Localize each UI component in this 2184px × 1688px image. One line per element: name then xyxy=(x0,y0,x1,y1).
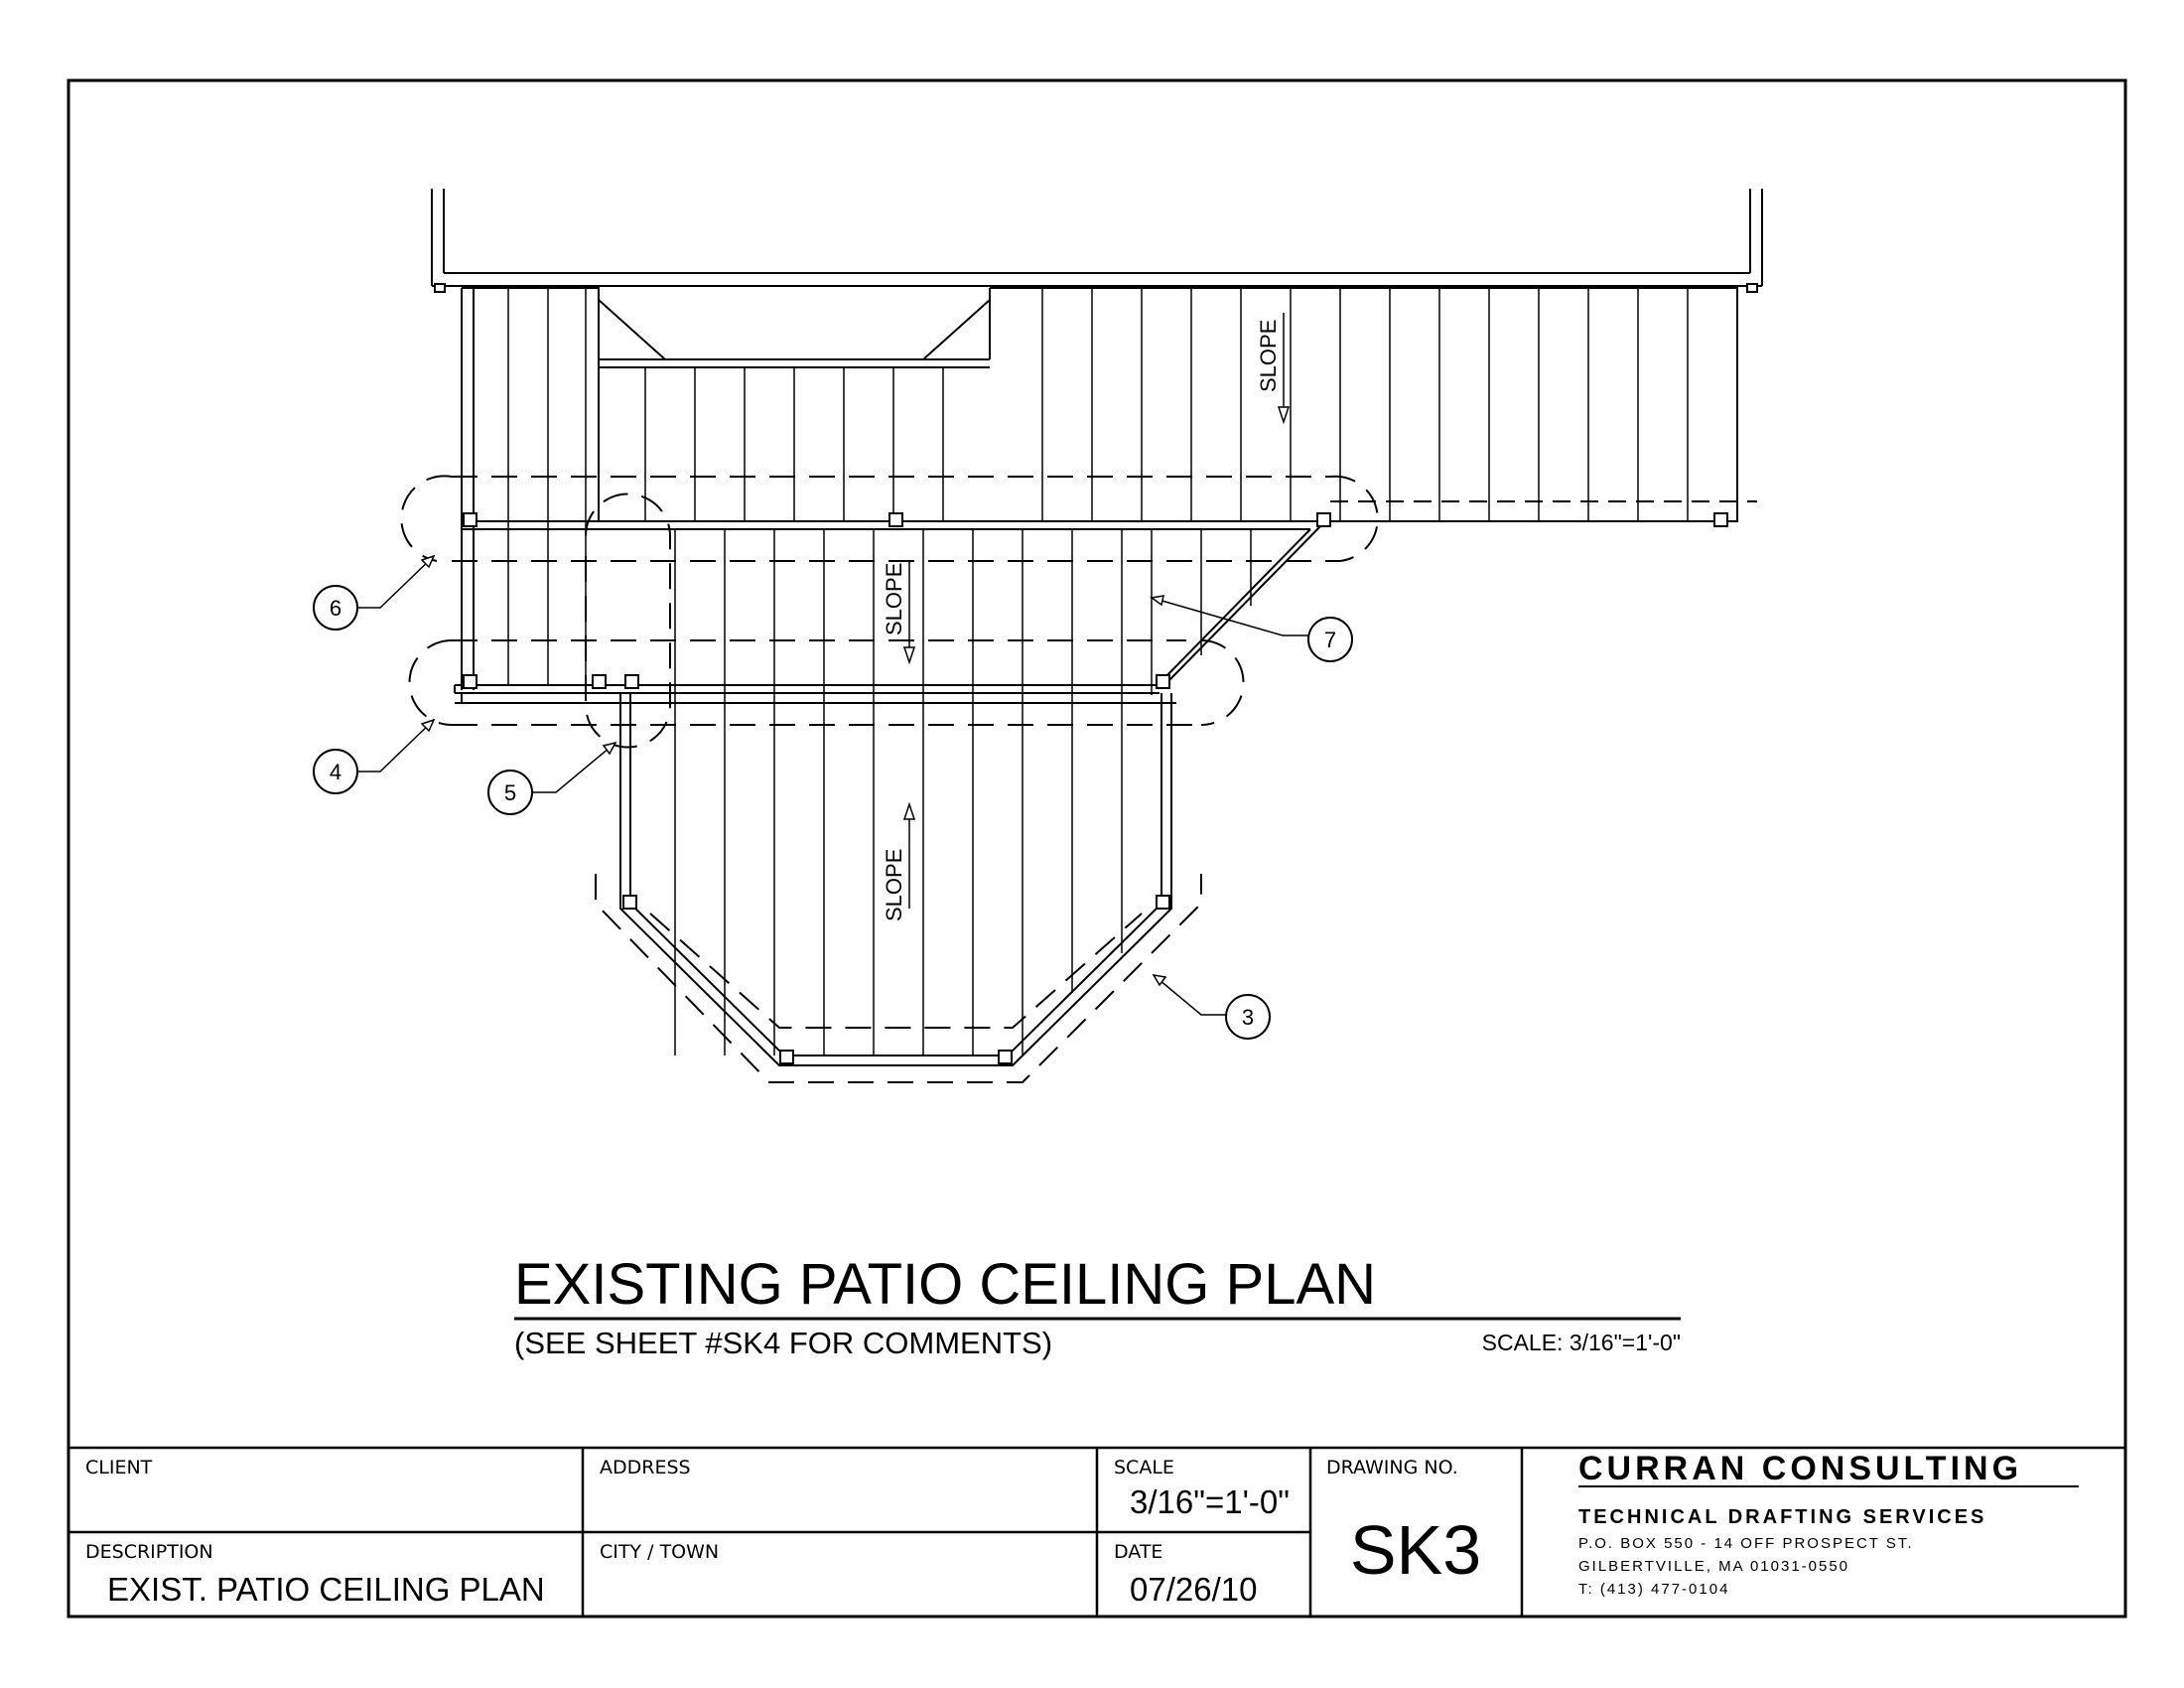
rafters xyxy=(507,288,1689,1055)
date-value: 07/26/10 xyxy=(1130,1571,1257,1608)
drawing-scale-note: SCALE: 3/16"=1'-0" xyxy=(1482,1330,1681,1355)
callout-3: 3 xyxy=(1242,1005,1254,1030)
scale-label: SCALE xyxy=(1114,1457,1174,1478)
city-town-label: CITY / TOWN xyxy=(600,1541,719,1563)
callout-7: 7 xyxy=(1324,628,1336,652)
description-value: EXIST. PATIO CEILING PLAN xyxy=(107,1571,545,1608)
drawing-subtitle: (SEE SHEET #SK4 FOR COMMENTS) xyxy=(514,1326,1052,1360)
drawing-title: EXISTING PATIO CEILING PLAN xyxy=(514,1252,1376,1317)
callout-4: 4 xyxy=(330,760,341,784)
description-label: DESCRIPTION xyxy=(85,1541,213,1563)
existing-building xyxy=(431,189,1763,293)
company-tagline: TECHNICAL DRAFTING SERVICES xyxy=(1578,1506,1986,1528)
company-address-line2: GILBERTVILLE, MA 01031-0550 xyxy=(1578,1558,1849,1575)
drawing-no-label: DRAWING NO. xyxy=(1326,1457,1458,1478)
date-label: DATE xyxy=(1114,1541,1162,1563)
slope-label-lower: SLOPE xyxy=(882,849,906,921)
client-label: CLIENT xyxy=(85,1457,153,1478)
company-address-line1: P.O. BOX 550 - 14 OFF PROSPECT ST. xyxy=(1578,1535,1914,1552)
posts xyxy=(463,512,1728,1064)
callout-6: 6 xyxy=(330,596,341,621)
company-phone: T: (413) 477-0104 xyxy=(1578,1581,1729,1598)
title-block xyxy=(68,1446,2125,1617)
callout-5: 5 xyxy=(504,780,516,805)
company-name: CURRAN CONSULTING xyxy=(1578,1450,2022,1487)
slope-label-middle: SLOPE xyxy=(882,563,906,635)
slope-arrows xyxy=(902,313,1291,909)
sheet-border xyxy=(67,78,2127,1618)
drawing-no-value: SK3 xyxy=(1350,1511,1481,1589)
beam-highlights xyxy=(400,475,1757,1083)
callout-bubbles xyxy=(313,585,1353,1040)
scale-value: 3/16"=1'-0" xyxy=(1130,1483,1290,1520)
callout-leaders xyxy=(355,554,1308,1016)
ceiling-plan-drawing xyxy=(313,189,1763,1083)
address-label: ADDRESS xyxy=(600,1457,691,1478)
slope-label-right: SLOPE xyxy=(1256,320,1281,392)
framing-outline xyxy=(454,287,1738,1066)
